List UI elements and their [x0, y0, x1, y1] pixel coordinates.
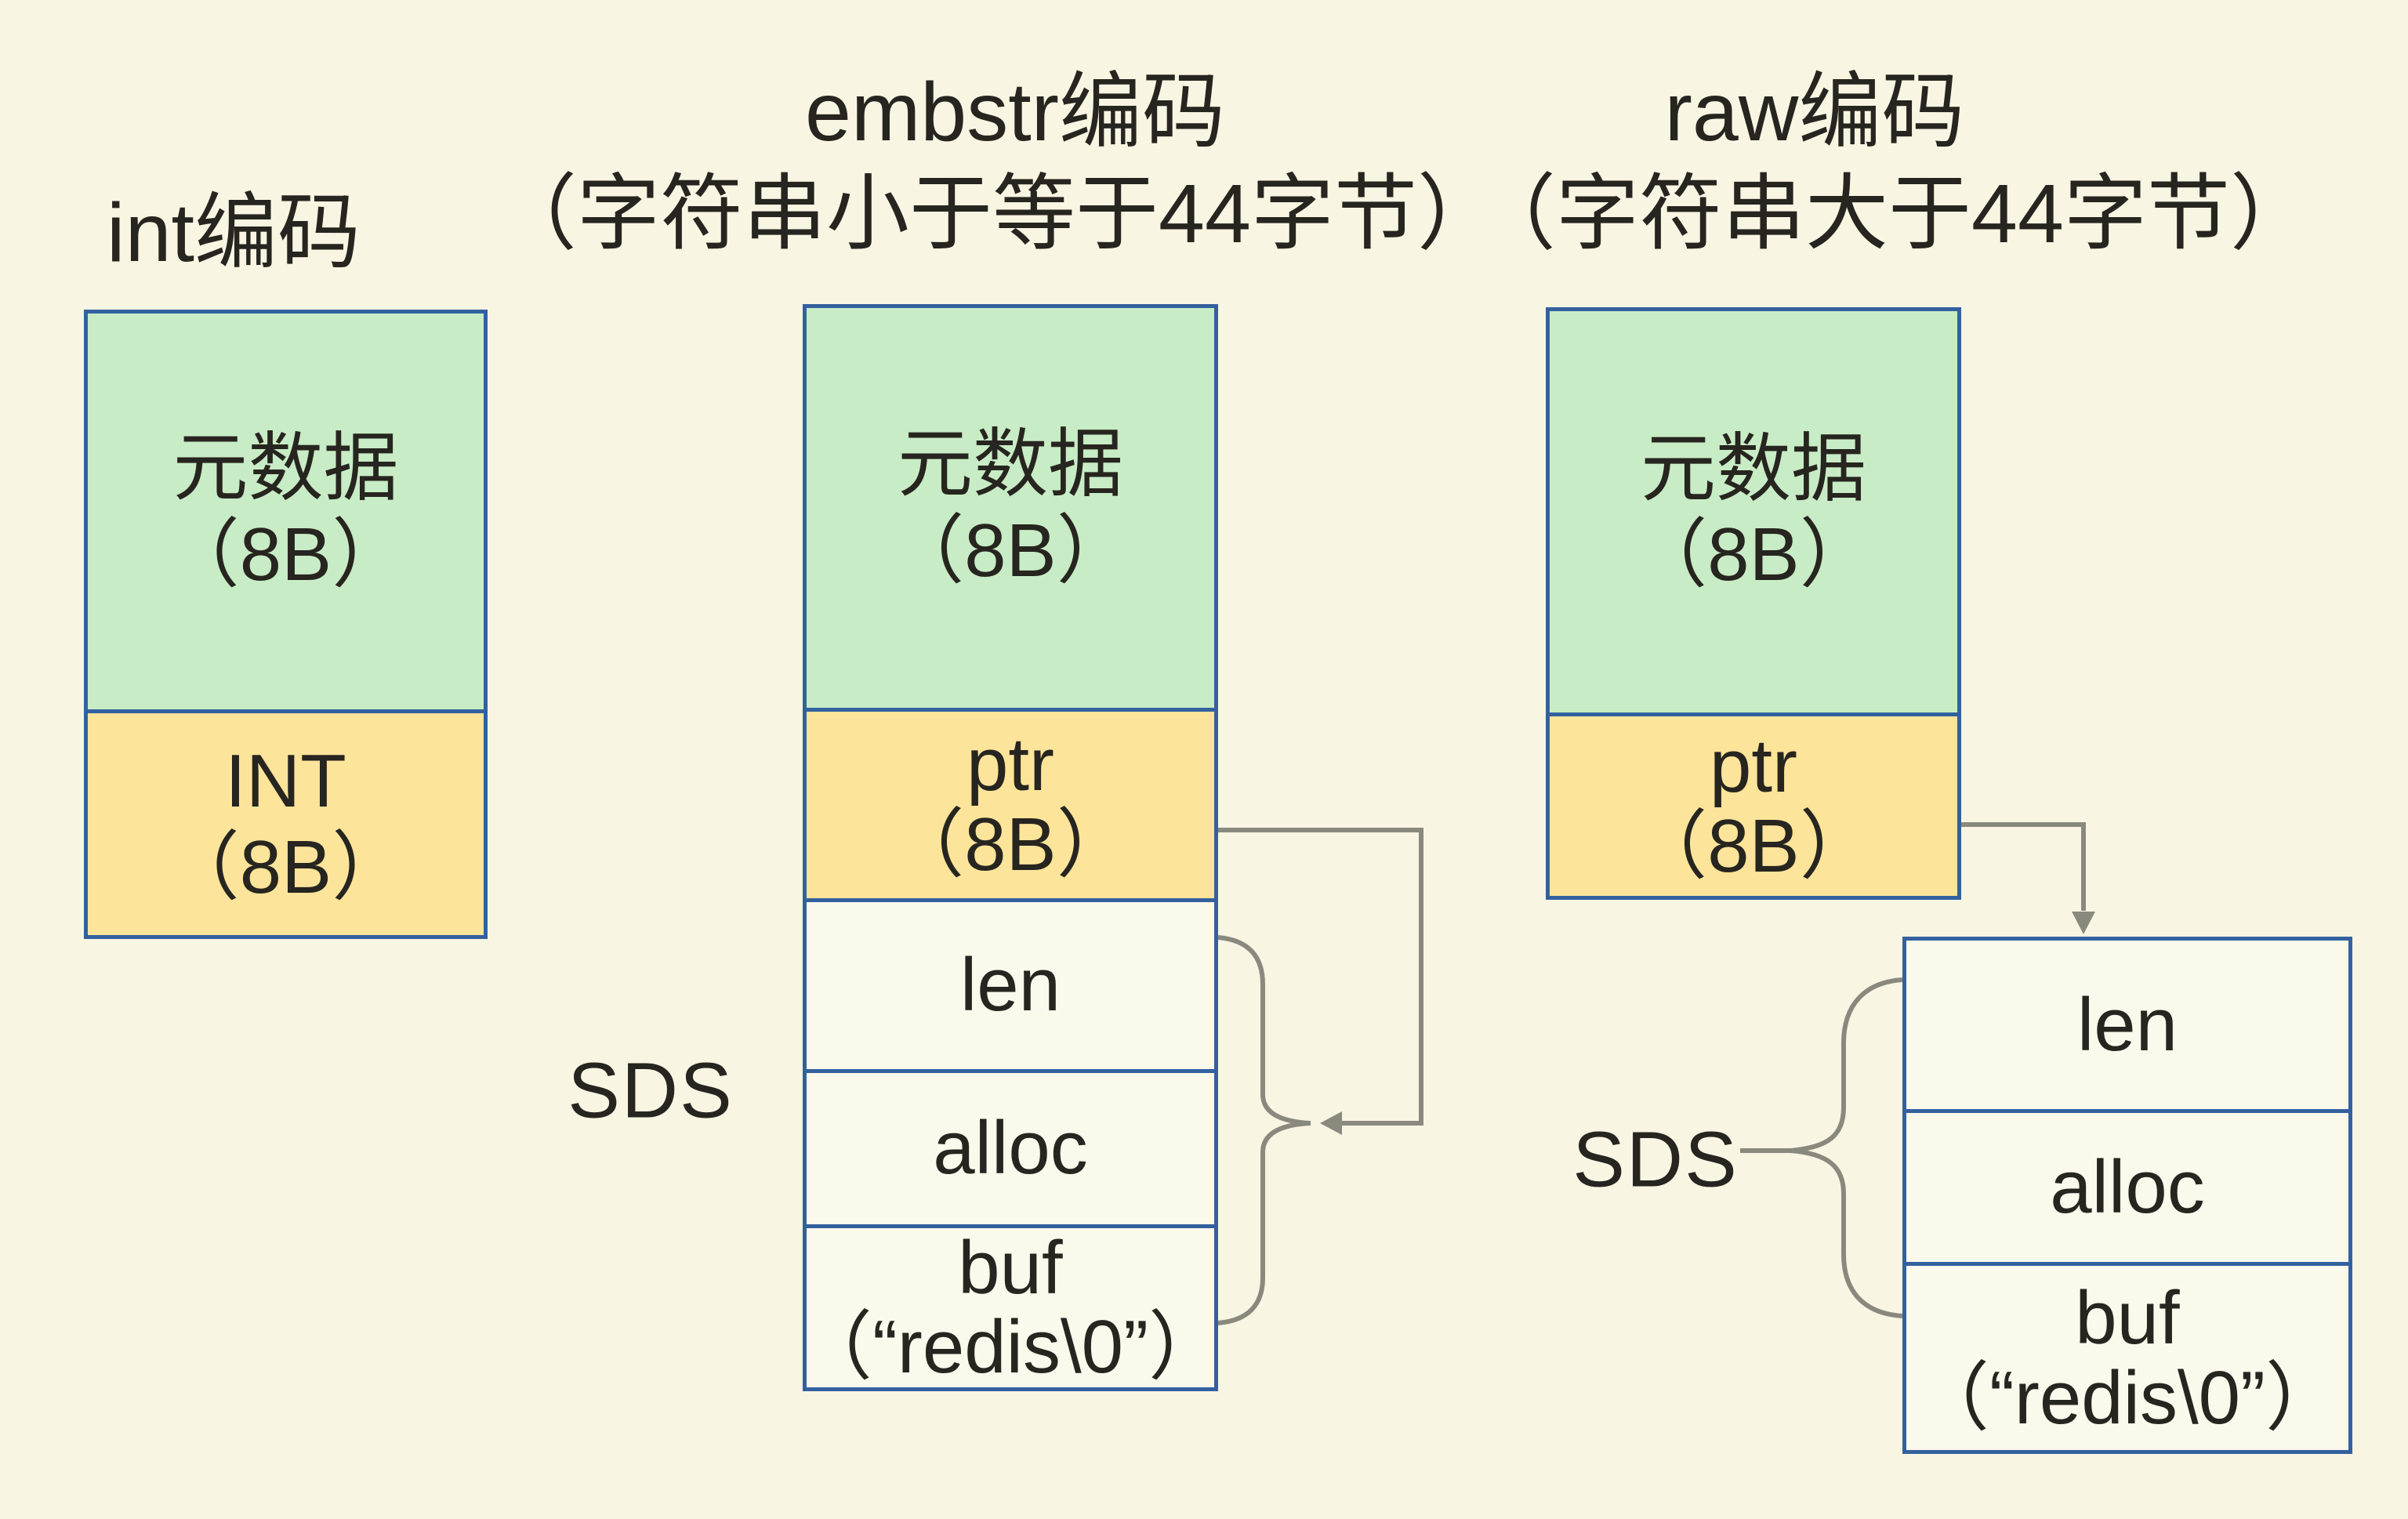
raw-sds-label: SDS	[1572, 1115, 1739, 1204]
embstr-arrowhead-left-icon	[1320, 1111, 1342, 1135]
embstr-metadata-label: 元数据	[898, 422, 1123, 507]
embstr-ptr-cell: ptr （8B）	[807, 707, 1214, 898]
raw-arrowhead-down-icon	[2072, 912, 2095, 934]
embstr-buf-label: buf	[958, 1225, 1063, 1310]
raw-robj-box: 元数据 （8B） ptr （8B）	[1546, 307, 1961, 900]
raw-buf-label: buf	[2075, 1275, 2180, 1360]
embstr-alloc-cell: alloc	[807, 1068, 1214, 1224]
int-value-size: （8B）	[164, 825, 408, 909]
raw-alloc-cell: alloc	[1906, 1109, 2348, 1262]
int-metadata-size: （8B）	[164, 512, 408, 596]
embstr-sds-brace	[1217, 935, 1311, 1325]
raw-ptr-cell: ptr （8B）	[1550, 712, 1957, 896]
raw-column-title-line1: raw编码	[1664, 66, 1965, 158]
int-value-label: INT	[225, 739, 346, 824]
raw-alloc-label: alloc	[2050, 1145, 2205, 1230]
embstr-ptr-label: ptr	[966, 722, 1055, 807]
embstr-column-title-line2: （字符串小于等于44字节）	[494, 168, 1500, 260]
raw-sds-brace	[1740, 977, 1903, 1318]
raw-len-cell: len	[1906, 941, 2348, 1109]
embstr-column-title-line1: embstr编码	[805, 66, 1225, 158]
embstr-len-label: len	[959, 943, 1061, 1028]
int-value-cell: INT （8B）	[88, 709, 484, 935]
int-metadata-cell: 元数据 （8B）	[88, 314, 484, 709]
raw-buf-value: （“redis\0”）	[1913, 1355, 2341, 1440]
embstr-alloc-label: alloc	[933, 1106, 1088, 1191]
raw-ptr-size: （8B）	[1632, 803, 1875, 888]
embstr-sds-label: SDS	[568, 1046, 734, 1135]
embstr-buf-value: （“redis\0”）	[796, 1305, 1224, 1390]
raw-len-label: len	[2076, 982, 2178, 1067]
embstr-robj-box: 元数据 （8B） ptr （8B） len alloc buf （“redis\…	[797, 304, 1224, 1391]
int-metadata-label: 元数据	[172, 426, 399, 511]
embstr-metadata-cell: 元数据 （8B）	[807, 308, 1214, 708]
raw-buf-cell: buf （“redis\0”）	[1906, 1262, 2348, 1450]
embstr-metadata-size: （8B）	[889, 508, 1132, 593]
raw-metadata-size: （8B）	[1632, 513, 1875, 596]
int-column-title: int编码	[107, 187, 361, 279]
raw-ptr-label: ptr	[1709, 723, 1798, 808]
embstr-len-cell: len	[807, 897, 1214, 1069]
embstr-buf-cell: buf （“redis\0”）	[797, 1224, 1224, 1387]
raw-sds-box: len alloc buf （“redis\0”）	[1902, 937, 2352, 1454]
raw-ptr-arrow	[1961, 822, 2095, 934]
raw-metadata-label: 元数据	[1641, 426, 1866, 511]
raw-column-title-line2: （字符串大于44字节）	[1473, 168, 2313, 260]
embstr-ptr-arrow	[1218, 828, 1423, 1135]
raw-metadata-cell: 元数据 （8B）	[1550, 311, 1957, 712]
int-robj-box: 元数据 （8B） INT （8B）	[84, 310, 488, 939]
embstr-ptr-size: （8B）	[889, 802, 1132, 886]
